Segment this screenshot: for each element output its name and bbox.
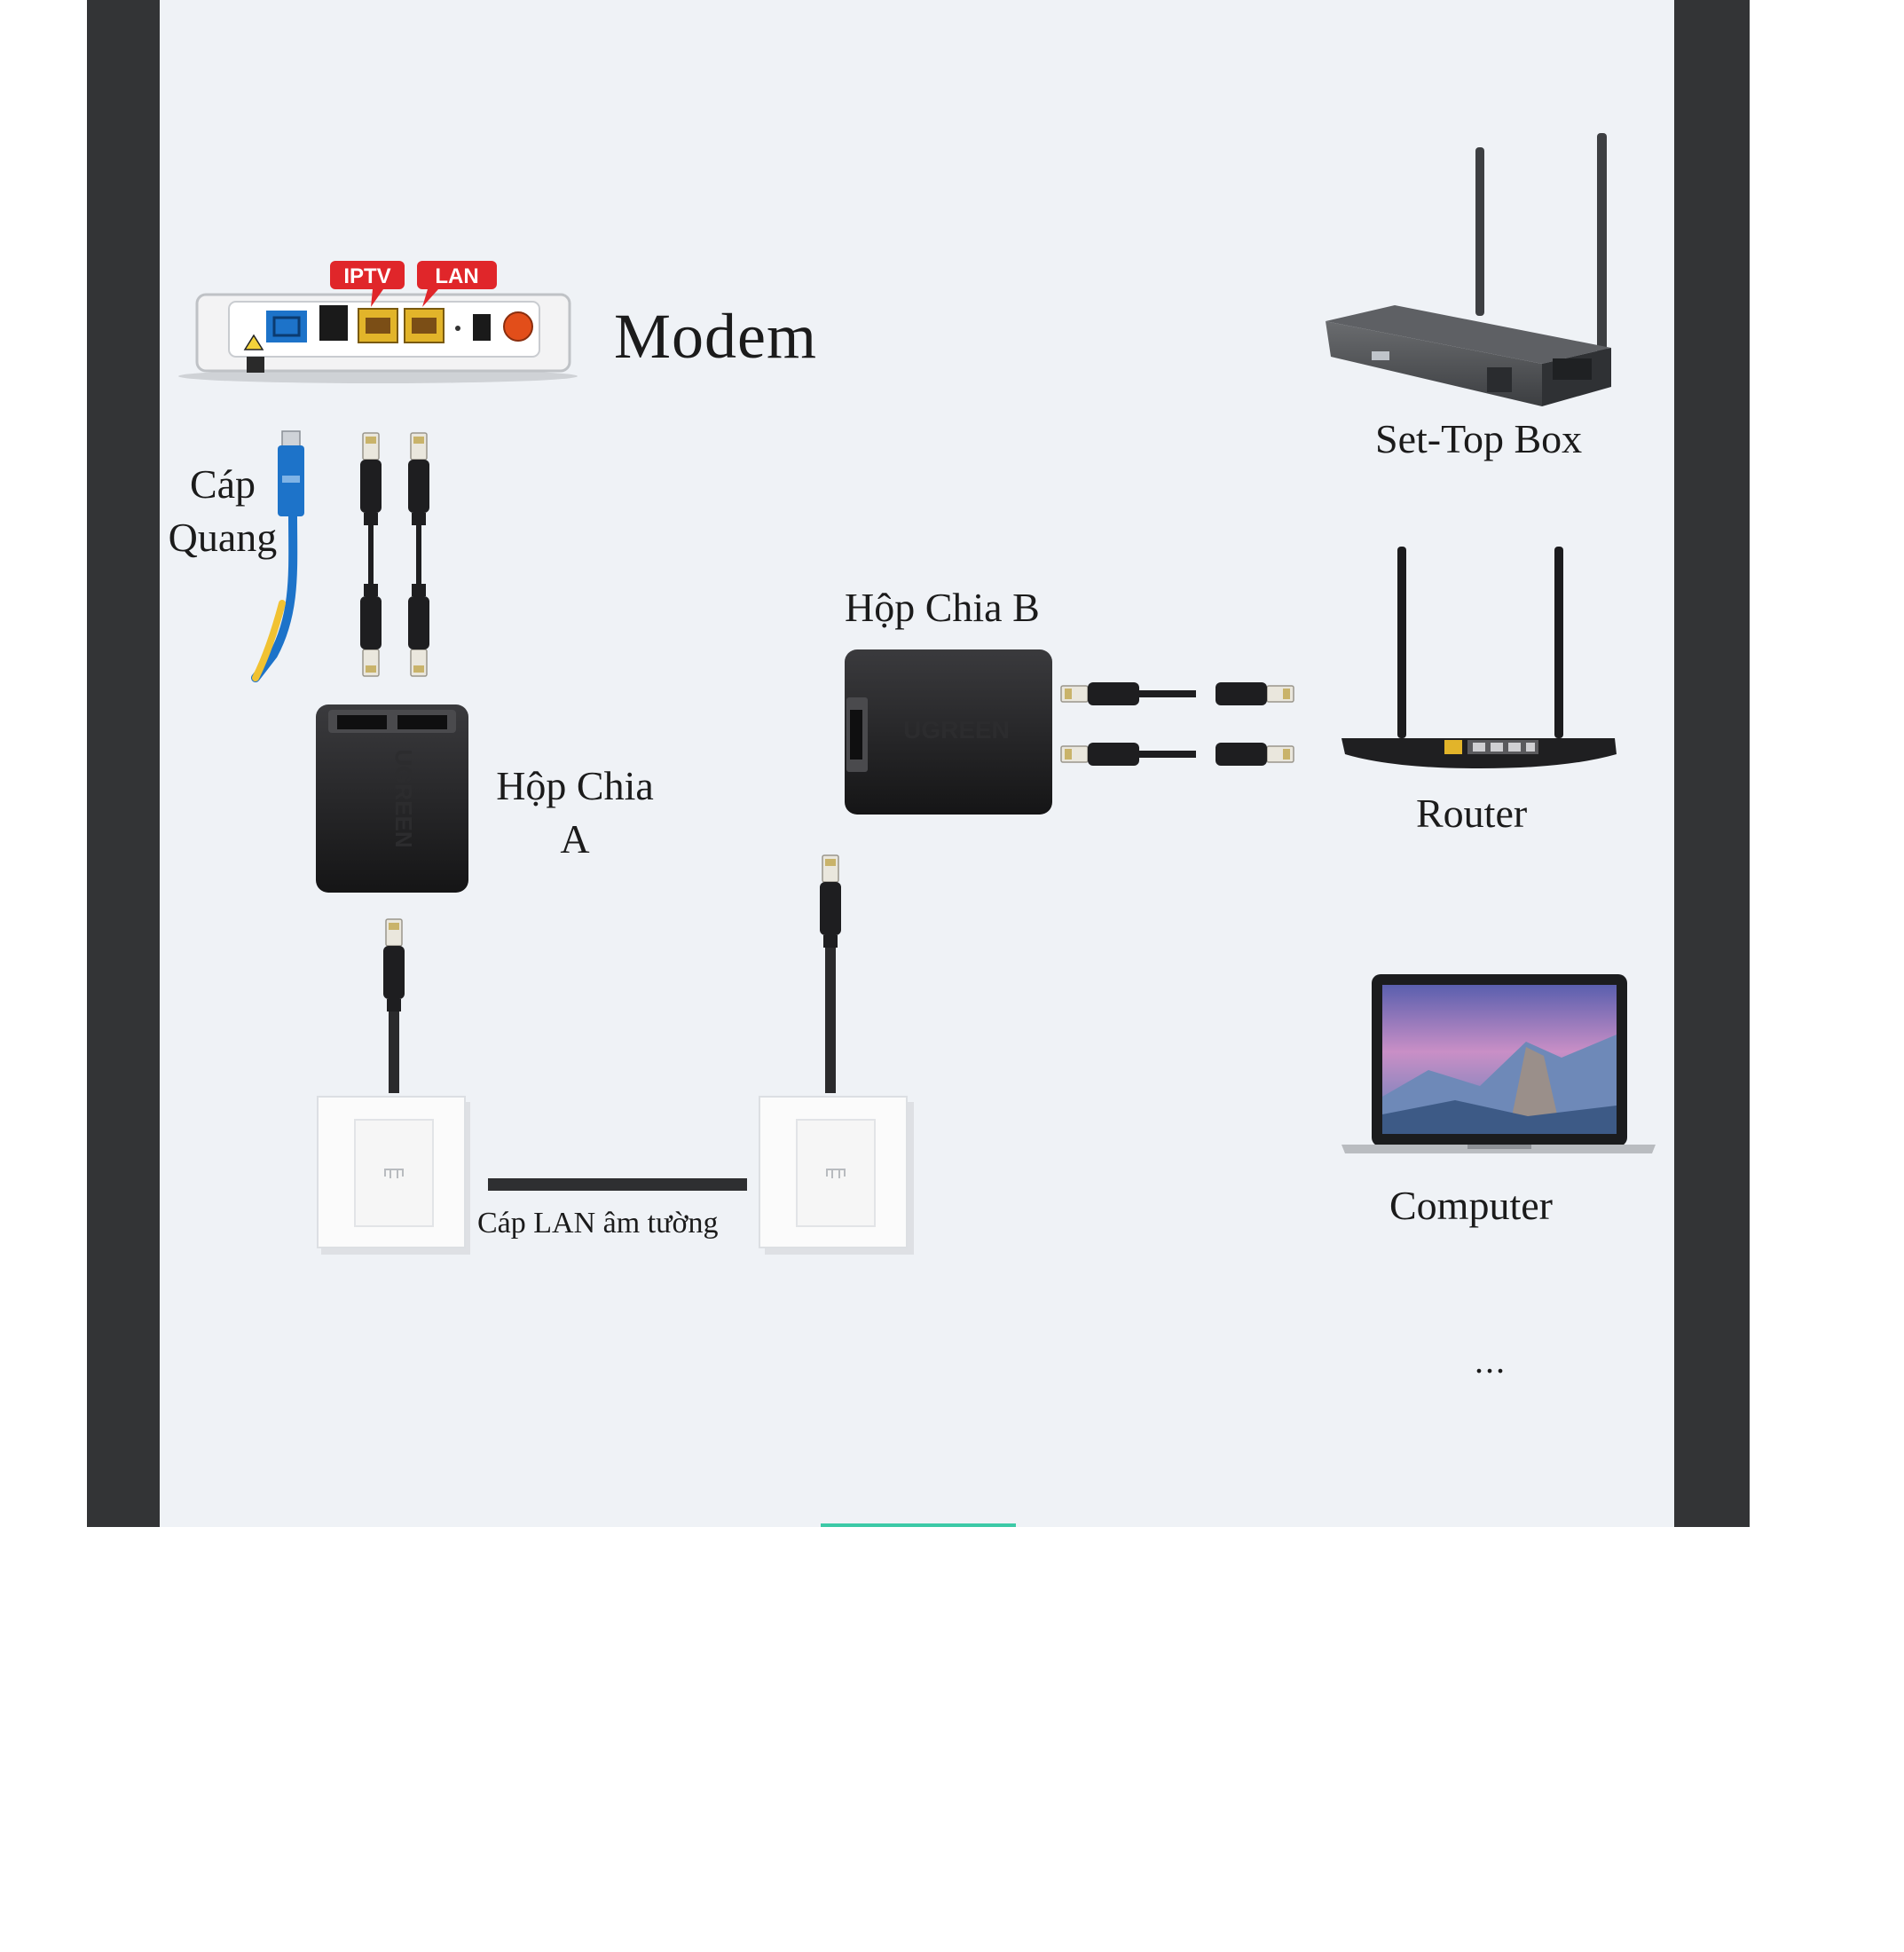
set-top-box <box>1326 133 1611 406</box>
splitter-a-brand: UGREEN <box>390 749 417 847</box>
fiber-cable <box>251 430 304 682</box>
computer <box>1341 974 1656 1153</box>
splitter-b: UGREEN <box>845 649 1052 815</box>
router <box>1341 547 1617 768</box>
lan-tag-text: LAN <box>435 264 478 288</box>
frame-right <box>1674 0 1750 1527</box>
wall-jack-2 <box>759 1096 914 1255</box>
splitter-a-label: Hộp Chia A <box>486 760 664 866</box>
accent-line <box>821 1523 1016 1527</box>
lan-tag: LAN <box>417 261 497 307</box>
iptv-tag: IPTV <box>330 261 405 307</box>
splitter-a: UGREEN <box>316 704 468 893</box>
splitter-b-label: Hộp Chia B <box>845 585 1040 630</box>
router-label: Router <box>1416 791 1528 836</box>
in-wall-cable-label: Cáp LAN âm tường <box>477 1207 719 1240</box>
modem <box>178 293 578 383</box>
output-cable-1 <box>1060 681 1294 706</box>
modem-label: Modem <box>614 301 817 372</box>
patch-cable-lan <box>407 432 430 677</box>
fiber-cable-label: Cáp Quang <box>168 461 278 560</box>
output-cable-2 <box>1060 742 1294 767</box>
set-top-box-label: Set-Top Box <box>1375 416 1583 461</box>
in-wall-cable <box>488 1178 747 1191</box>
iptv-tag-text: IPTV <box>343 264 390 288</box>
splitter-b-brand: UGREEN <box>903 716 1010 744</box>
computer-label: Computer <box>1389 1183 1553 1228</box>
cable-wall-splitter-b <box>819 854 842 1093</box>
wall-jack-1 <box>317 1096 470 1255</box>
patch-cable-iptv <box>359 432 382 677</box>
cable-splitter-a-wall <box>382 918 405 1093</box>
frame-left <box>87 0 160 1527</box>
splitter-a-label-line1: Hộp Chia <box>496 763 654 808</box>
splitter-a-label-line2: A <box>560 816 590 862</box>
more-devices-label: ... <box>1475 1341 1507 1381</box>
